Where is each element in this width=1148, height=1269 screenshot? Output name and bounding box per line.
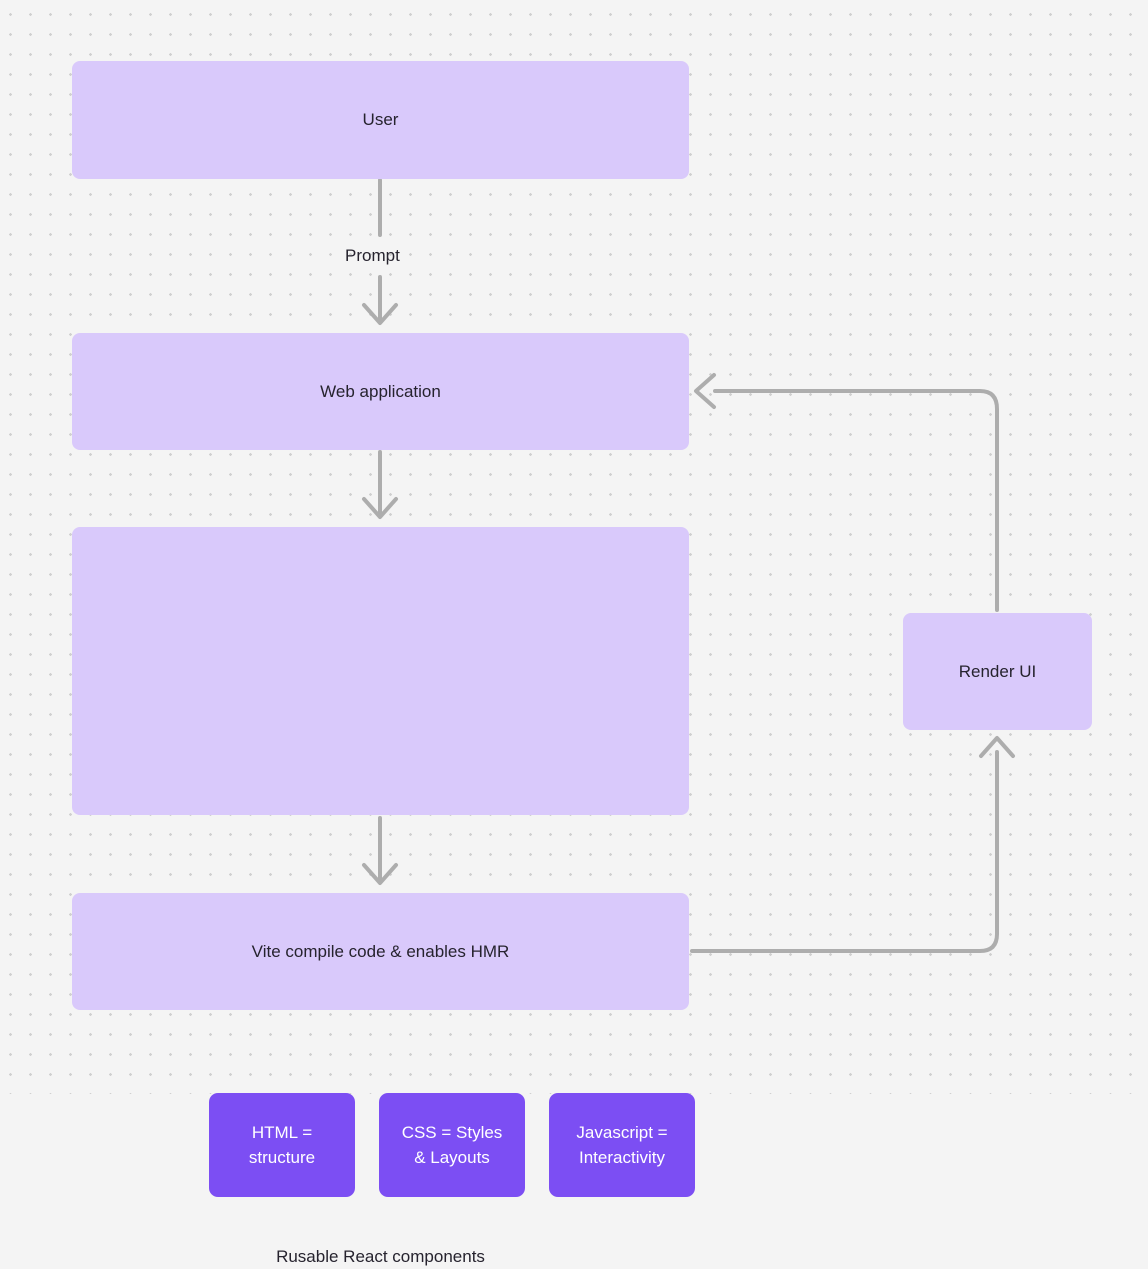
- edge-components-to-vite: [362, 816, 398, 885]
- arrowhead-left: [694, 373, 716, 409]
- node-html-label-line1: HTML =: [251, 1122, 313, 1142]
- node-reusable-react-components-label: Rusable React components: [276, 1247, 485, 1266]
- node-render-ui[interactable]: Render UI: [903, 613, 1092, 730]
- arrowhead-down: [362, 497, 398, 519]
- node-vite[interactable]: Vite compile code & enables HMR: [72, 893, 689, 1010]
- edge-render-to-webapp: [694, 373, 999, 612]
- node-javascript-label-line1: Javascript =: [576, 1122, 668, 1142]
- node-css-label: CSS = Styles & Layouts: [402, 1120, 503, 1171]
- node-css-label-line2: & Layouts: [414, 1148, 490, 1167]
- edge-line: [690, 750, 999, 953]
- node-render-ui-label: Render UI: [958, 661, 1037, 681]
- node-web-application[interactable]: Web application: [72, 333, 689, 450]
- edge-label-prompt: Prompt: [345, 246, 400, 265]
- node-css-label-line1: CSS = Styles: [401, 1122, 503, 1142]
- node-vite-label: Vite compile code & enables HMR: [251, 941, 510, 961]
- node-user[interactable]: User: [72, 61, 689, 179]
- arrowhead-down-prompt: [362, 303, 398, 325]
- node-reusable-react-components[interactable]: HTML = structure CSS = Styles & Layouts …: [72, 527, 695, 1266]
- node-web-application-label: Web application: [320, 381, 441, 401]
- node-javascript-label-line2: Interactivity: [579, 1148, 665, 1167]
- node-html-label: HTML = structure: [249, 1120, 315, 1171]
- edge-webapp-to-components: [362, 450, 398, 519]
- node-javascript[interactable]: Javascript = Interactivity: [549, 1093, 695, 1197]
- node-javascript-label: Javascript = Interactivity: [576, 1120, 667, 1171]
- node-html-label-line2: structure: [248, 1148, 316, 1167]
- arrowhead-up: [979, 736, 1015, 758]
- node-css[interactable]: CSS = Styles & Layouts: [379, 1093, 525, 1197]
- node-user-label: User: [362, 110, 399, 130]
- node-html[interactable]: HTML = structure: [209, 1093, 355, 1197]
- edge-line: [713, 389, 999, 612]
- edge-vite-to-render: [690, 736, 1015, 953]
- arrowhead-down: [362, 863, 398, 885]
